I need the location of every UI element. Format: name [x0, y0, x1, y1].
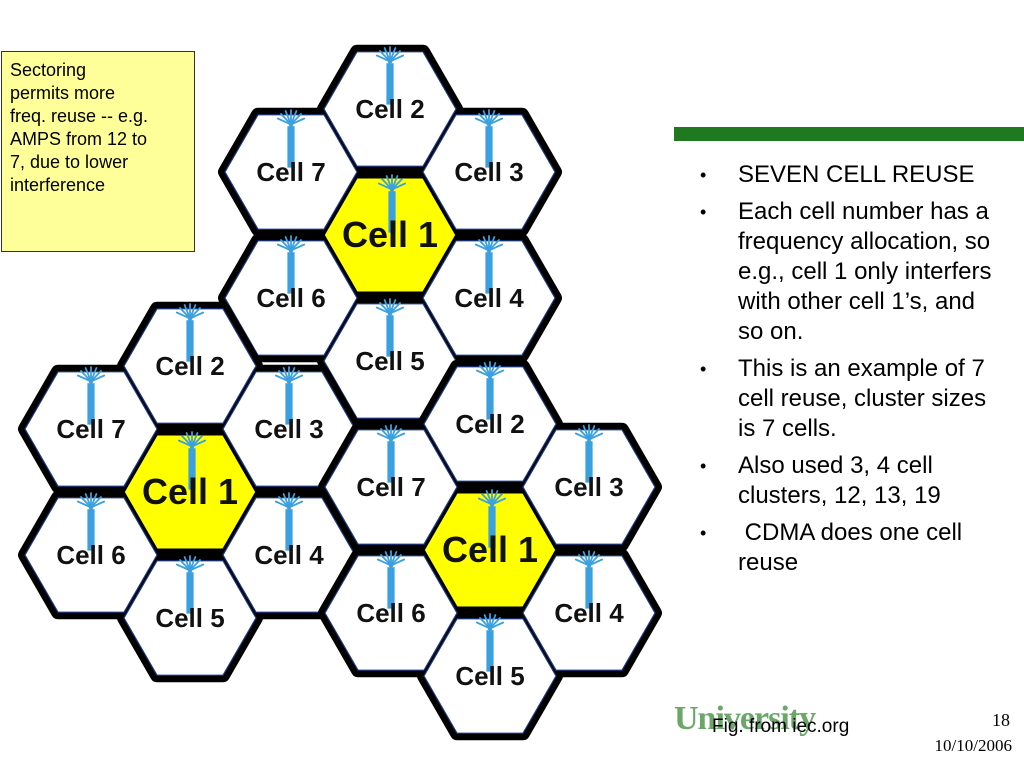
sectoring-note-box: Sectoring permits more freq. reuse -- e.… — [1, 51, 195, 252]
bullet-item-frequency-allocation: •Each cell number has a frequency alloca… — [700, 198, 992, 345]
cell-cell-2-hexagon: Cell 2 — [323, 46, 457, 167]
bullet-list: •SEVEN CELL REUSE •Each cell number has … — [700, 160, 1000, 585]
slide-date: 10/10/2006 — [934, 736, 1012, 755]
cell-cell-4-hexagon: Cell 4 — [522, 550, 656, 671]
cell-label: Cell 1 — [142, 471, 238, 512]
seven-cell-reuse-diagram: Cell 1 Cell 2 Cell 3 Cell 4 Cell 5 Cell 6 Cell… — [18, 44, 662, 741]
cell-cell-3-hexagon: Cell 3 — [422, 109, 556, 230]
cell-cluster-3: Cell 1 Cell 2 Cell 3 Cell 4 Cell 5 Cell 6 Cell… — [318, 359, 662, 741]
antenna-tower-icon — [274, 492, 304, 551]
figure-credit: Fig. from iec.org — [712, 716, 850, 737]
bullet-item-cluster-size: •This is an example of 7 cell reuse, clu… — [700, 355, 987, 442]
cell-cell-2-hexagon: Cell 2 — [423, 361, 557, 482]
antenna-tower-icon — [375, 46, 405, 105]
antenna-tower-icon — [177, 431, 207, 490]
bullet-icon: • — [700, 523, 707, 543]
cell-cell-4-hexagon: Cell 4 — [422, 235, 556, 356]
green-divider-rule — [674, 127, 1024, 141]
note-line: Sectoring — [10, 60, 87, 80]
cell-cell-7-hexagon: Cell 7 — [224, 109, 358, 230]
antenna-tower-icon — [376, 424, 406, 483]
bullet-icon: • — [700, 359, 707, 379]
cell-label: Cell 2 — [355, 94, 424, 124]
antenna-tower-icon — [376, 550, 406, 609]
note-line: freq. reuse -- e.g. — [10, 106, 149, 126]
cell-cell-6-hexagon: Cell 6 — [224, 235, 358, 356]
bullet-icon: • — [700, 165, 707, 185]
cell-label: Cell 7 — [56, 414, 125, 444]
antenna-tower-icon — [375, 298, 405, 357]
cell-cell-3-hexagon: Cell 3 — [522, 424, 656, 545]
antenna-tower-icon — [175, 555, 205, 614]
cell-label: Cell 7 — [256, 157, 325, 187]
cell-label: Cell 1 — [342, 214, 438, 255]
cell-cluster-1: Cell 1 Cell 2 Cell 3 Cell 4 Cell 5 Cell 6 Cell… — [218, 44, 562, 426]
cell-label: Cell 6 — [356, 598, 425, 628]
cell-cell-7-hexagon: Cell 7 — [24, 366, 158, 487]
cell-label: Cell 5 — [155, 603, 224, 633]
antenna-tower-icon — [574, 550, 604, 609]
cell-cell-1-hexagon: Cell 1 — [323, 174, 457, 293]
cell-cluster-2: Cell 1 Cell 2 Cell 3 Cell 4 Cell 5 Cell 6 Cell… — [18, 301, 362, 683]
cell-cell-6-hexagon: Cell 6 — [24, 492, 158, 613]
cell-cell-6-hexagon: Cell 6 — [324, 550, 458, 671]
cell-cell-3-hexagon: Cell 3 — [222, 366, 356, 487]
antenna-tower-icon — [274, 366, 304, 425]
bullet-item-seven-cell-reuse: •SEVEN CELL REUSE — [700, 161, 975, 188]
antenna-tower-icon — [76, 366, 106, 425]
cell-cell-7-hexagon: Cell 7 — [324, 424, 458, 545]
note-line: interference — [10, 175, 106, 195]
cell-label: Cell 1 — [442, 529, 538, 570]
antenna-tower-icon — [175, 303, 205, 362]
cell-cell-5-hexagon: Cell 5 — [423, 613, 557, 734]
cell-label: Cell 6 — [56, 540, 125, 570]
bullet-item-cdma: • CDMA does one cell reuse — [700, 519, 969, 576]
note-line: permits more — [10, 83, 116, 103]
antenna-tower-icon — [477, 489, 507, 548]
antenna-tower-icon — [76, 492, 106, 551]
note-line: AMPS from 12 to — [10, 129, 148, 149]
cell-label: Cell 6 — [256, 283, 325, 313]
cell-cell-5-hexagon: Cell 5 — [323, 298, 457, 419]
cell-cell-1-hexagon: Cell 1 — [423, 489, 557, 608]
antenna-tower-icon — [474, 109, 504, 168]
bullet-item-other-clusters: •Also used 3, 4 cell clusters, 12, 13, 1… — [700, 452, 941, 509]
cell-label: Cell 3 — [454, 157, 523, 187]
antenna-tower-icon — [474, 235, 504, 294]
cell-cell-5-hexagon: Cell 5 — [123, 555, 257, 676]
cell-label: Cell 3 — [554, 472, 623, 502]
cell-label: Cell 4 — [554, 598, 624, 628]
bullet-icon: • — [700, 202, 707, 222]
cell-label: Cell 5 — [355, 346, 424, 376]
cell-cell-1-hexagon: Cell 1 — [123, 431, 257, 550]
cell-cell-2-hexagon: Cell 2 — [123, 303, 257, 424]
cell-label: Cell 3 — [254, 414, 323, 444]
cell-label: Cell 5 — [455, 661, 524, 691]
slide-number: 18 — [992, 710, 1010, 730]
bullet-icon: • — [700, 456, 707, 476]
cell-label: Cell 4 — [254, 540, 324, 570]
antenna-tower-icon — [276, 235, 306, 294]
cell-label: Cell 4 — [454, 283, 524, 313]
cell-label: Cell 2 — [455, 409, 524, 439]
cell-cell-4-hexagon: Cell 4 — [222, 492, 356, 613]
antenna-tower-icon — [574, 424, 604, 483]
antenna-tower-icon — [475, 613, 505, 672]
cell-label: Cell 7 — [356, 472, 425, 502]
antenna-tower-icon — [475, 361, 505, 420]
cell-label: Cell 2 — [155, 351, 224, 381]
antenna-tower-icon — [377, 174, 407, 233]
antenna-tower-icon — [276, 109, 306, 168]
note-line: 7, due to lower — [10, 152, 129, 172]
university-logo: University — [674, 700, 816, 737]
